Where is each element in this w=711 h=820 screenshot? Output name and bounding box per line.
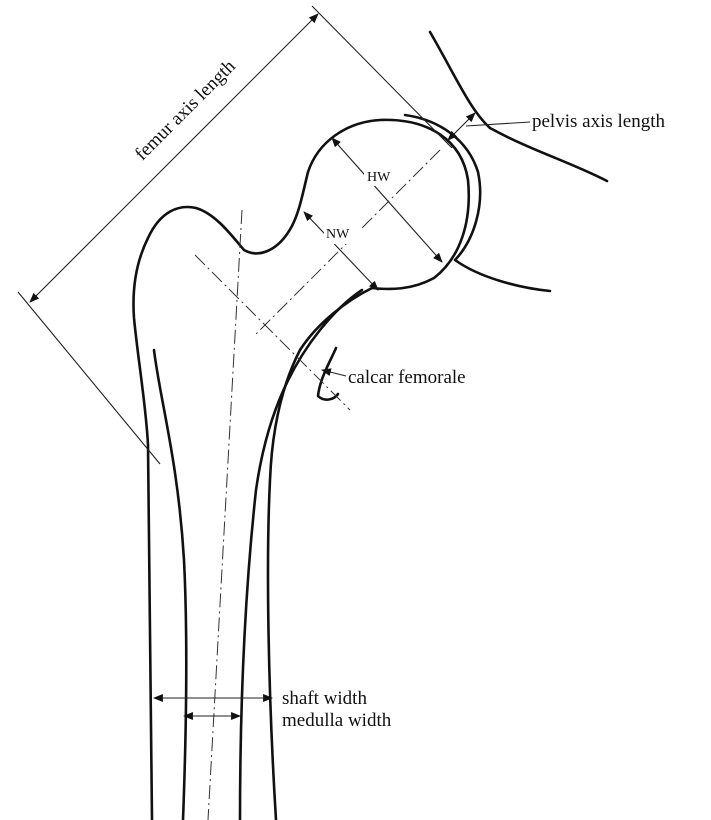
- medulla-width-label: medulla width: [282, 710, 392, 731]
- shaft-axis-line: [208, 210, 242, 820]
- medulla-right-line: [240, 290, 362, 820]
- pelvis-axis-length-label: pelvis axis length: [532, 111, 665, 132]
- neck-axis-line: [195, 255, 350, 410]
- hw-label: HW: [367, 170, 391, 185]
- calcar-femorale-label: calcar femorale: [348, 367, 466, 388]
- femur-axis-extension-bottom: [18, 292, 160, 464]
- pelvis-axis-leader: [466, 122, 530, 126]
- pelvis-upper-contour: [430, 32, 607, 181]
- pelvis-axis-length-arrow: [448, 113, 475, 140]
- medulla-left-line: [154, 350, 186, 820]
- nw-label: NW: [326, 227, 350, 242]
- femur-axis-extension-top: [312, 6, 452, 148]
- femur-axis-length-arrow: [30, 14, 318, 302]
- shaft-width-label: shaft width: [282, 688, 367, 709]
- femur-axis-length-label: femur axis length: [131, 56, 240, 165]
- acetabulum-rim: [405, 115, 550, 291]
